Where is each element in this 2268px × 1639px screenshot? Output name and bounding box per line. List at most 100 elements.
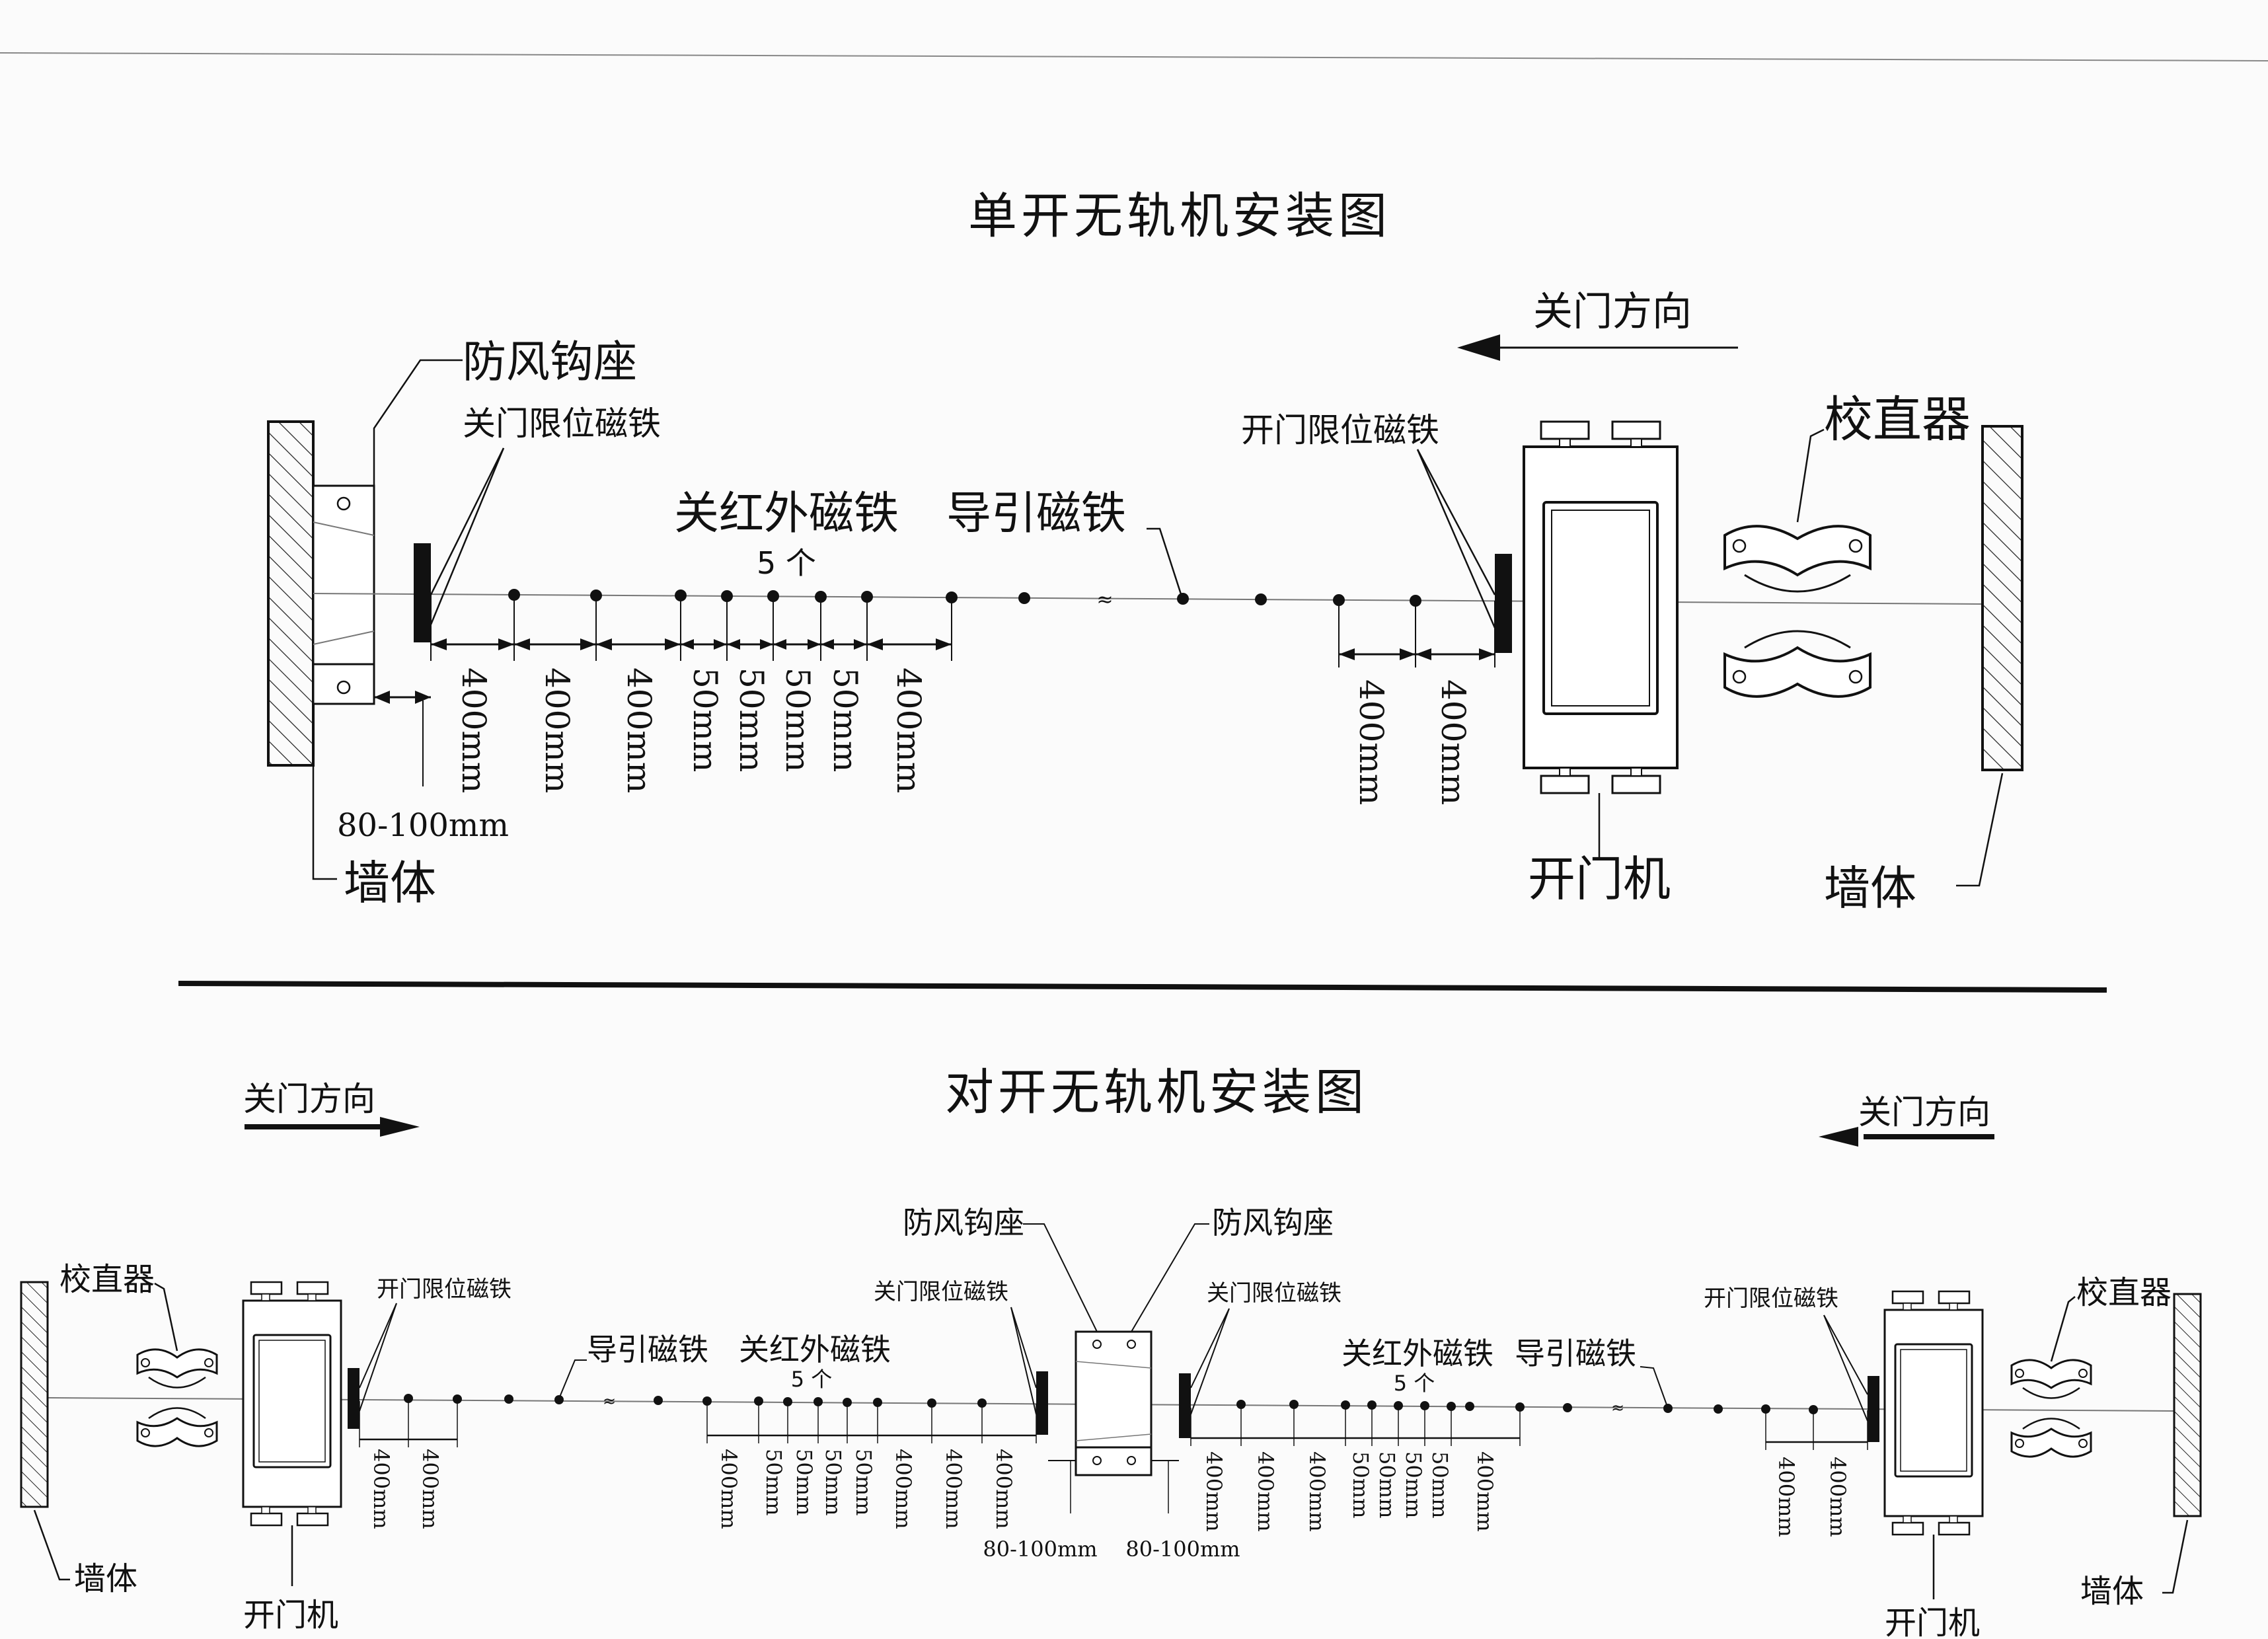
- bottom-dim-b-labels: 400mm 50mm 50mm 50mm 50mm 400mm 400mm 40…: [716, 1449, 1016, 1529]
- bottom-gap-right-label: 80-100mm: [1125, 1537, 1240, 1562]
- svg-text:50mm: 50mm: [1401, 1451, 1426, 1518]
- count-5-label: 5 个: [757, 545, 816, 581]
- bottom-dots-2: [1236, 1400, 1818, 1414]
- gap-label: 80-100mm: [337, 807, 509, 844]
- double-door-diagram: 对开无轨机安装图 关门方向 关门方向 墙体: [20, 1064, 2202, 1639]
- left-wall-label: 墙体: [344, 856, 436, 910]
- bottom-title: 对开无轨机安装图: [945, 1064, 1368, 1121]
- top-dimension-labels-left: 400mm 400mm 400mm 50mm 50mm 50mm 50mm 40…: [455, 667, 928, 793]
- bottom-ir-left-label: 关红外磁铁: [739, 1332, 891, 1367]
- bottom-dim-d: [1765, 1409, 1868, 1450]
- bottom-hook-left-label: 防风钩座: [903, 1205, 1024, 1240]
- bottom-left-wall-label: 墙体: [74, 1560, 137, 1597]
- top-title: 单开无轨机安装图: [968, 188, 1391, 245]
- opener-label: 开门机: [1528, 851, 1671, 907]
- bottom-dim-c: [1190, 1404, 1521, 1446]
- svg-text:50mm: 50mm: [1375, 1451, 1400, 1518]
- bottom-dim-a-1: 400mm: [418, 1449, 443, 1529]
- svg-text:50mm: 50mm: [1348, 1451, 1373, 1518]
- bottom-close-direction-right-label: 关门方向: [1858, 1093, 1990, 1131]
- bottom-straightener-left-label: 校直器: [59, 1261, 155, 1298]
- svg-text:400mm: 400mm: [1253, 1451, 1278, 1532]
- top-dim-right-0: 400mm: [1352, 679, 1390, 805]
- top-dimension-line-left: [430, 595, 952, 661]
- single-door-diagram: 单开无轨机安装图 关门方向 防风钩座 关门限位磁铁: [267, 188, 2023, 915]
- svg-text:50mm: 50mm: [778, 667, 817, 772]
- bottom-open-limit-right-label: 开门限位磁铁: [1704, 1285, 1838, 1312]
- bottom-dim-d-0: 400mm: [1774, 1457, 1799, 1537]
- top-dim-right-1: 400mm: [1434, 679, 1472, 805]
- bottom-open-limit-magnet-right: [1868, 1376, 1879, 1442]
- bottom-dim-d-1: 400mm: [1825, 1457, 1850, 1537]
- svg-text:50mm: 50mm: [732, 667, 771, 772]
- straightener: [1723, 525, 1871, 698]
- bottom-close-limit-left-label: 关门限位磁铁: [874, 1279, 1008, 1305]
- straightener-label: 校直器: [1824, 391, 1971, 448]
- guide-magnet-label: 导引磁铁: [946, 488, 1126, 540]
- bottom-straightener-right: [2010, 1359, 2092, 1458]
- bottom-open-limit-magnet-left: [348, 1368, 359, 1429]
- close-ir-magnet-label: 关红外磁铁: [674, 488, 899, 540]
- bottom-straightener-left: [136, 1348, 218, 1447]
- bottom-right-wall-label: 墙体: [2080, 1573, 2144, 1610]
- left-arrow-icon: [1457, 334, 1738, 361]
- bottom-straightener-right-label: 校直器: [2076, 1274, 2172, 1311]
- close-limit-magnet: [414, 543, 431, 642]
- bottom-close-direction-left-label: 关门方向: [243, 1080, 375, 1118]
- svg-text:400mm: 400mm: [941, 1449, 966, 1529]
- bottom-gap-left-label: 80-100mm: [983, 1537, 1097, 1562]
- bottom-opener-right: [1883, 1290, 1984, 1536]
- bottom-count-right-label: 5 个: [1394, 1371, 1435, 1396]
- svg-text:400mm: 400mm: [1304, 1451, 1330, 1532]
- svg-text:50mm: 50mm: [761, 1449, 786, 1515]
- svg-text:400mm: 400mm: [455, 667, 493, 793]
- top-axis: [313, 593, 1983, 605]
- bottom-dim-a: [359, 1398, 458, 1447]
- svg-text:400mm: 400mm: [620, 667, 658, 793]
- svg-text:50mm: 50mm: [792, 1449, 817, 1515]
- close-limit-magnet-label: 关门限位磁铁: [463, 404, 661, 443]
- open-limit-magnet: [1495, 554, 1512, 653]
- svg-text:50mm: 50mm: [851, 1449, 876, 1515]
- svg-text:400mm: 400mm: [891, 1449, 916, 1529]
- left-wall: [267, 420, 315, 767]
- bottom-dim-b: [706, 1401, 1037, 1443]
- svg-text:400mm: 400mm: [716, 1449, 741, 1529]
- bottom-close-limit-right-label: 关门限位磁铁: [1207, 1280, 1342, 1307]
- bottom-dim-a-0: 400mm: [369, 1449, 394, 1529]
- svg-text:50mm: 50mm: [826, 667, 864, 772]
- bottom-right-wall: [2173, 1293, 2202, 1517]
- svg-text:400mm: 400mm: [1472, 1451, 1497, 1532]
- svg-text:400mm: 400mm: [889, 667, 928, 793]
- bottom-close-limit-magnet-right: [1179, 1373, 1191, 1438]
- bottom-left-wall: [20, 1281, 49, 1508]
- right-wall-label: 墙体: [1824, 861, 1916, 915]
- bottom-gap-right: [1151, 1460, 1179, 1513]
- bottom-wind-hook-seat: [1075, 1330, 1153, 1476]
- bottom-opener-left-label: 开门机: [243, 1597, 338, 1634]
- bottom-opener-left: [242, 1281, 342, 1527]
- bottom-open-limit-left-label: 开门限位磁铁: [377, 1276, 511, 1303]
- svg-text:400mm: 400mm: [1201, 1451, 1227, 1532]
- left-arrow-icon: [1819, 1127, 1994, 1147]
- svg-text:50mm: 50mm: [1427, 1451, 1453, 1518]
- bottom-ir-right-label: 关红外磁铁: [1342, 1336, 1493, 1371]
- open-limit-magnet-label: 开门限位磁铁: [1241, 411, 1439, 449]
- axis-break: ≈: [1096, 588, 1113, 611]
- bottom-hook-right-label: 防风钩座: [1212, 1205, 1334, 1240]
- axis-break: ≈: [603, 1392, 616, 1410]
- svg-text:50mm: 50mm: [686, 667, 724, 772]
- bottom-close-limit-magnet-left: [1036, 1371, 1048, 1435]
- bottom-count-left-label: 5 个: [791, 1367, 833, 1392]
- top-close-direction-label: 关门方向: [1533, 289, 1692, 335]
- bottom-gap-left: [1048, 1460, 1076, 1513]
- bottom-guide-right-label: 导引磁铁: [1515, 1336, 1636, 1371]
- gap-dimension: [374, 691, 431, 786]
- bottom-guide-left-label: 导引磁铁: [587, 1332, 708, 1367]
- wind-hook-seat: [312, 484, 375, 705]
- section-divider: [178, 981, 2107, 993]
- svg-text:50mm: 50mm: [821, 1449, 846, 1515]
- top-dimension-line-right: [1338, 600, 1495, 667]
- wind-hook-seat-label: 防风钩座: [463, 336, 637, 387]
